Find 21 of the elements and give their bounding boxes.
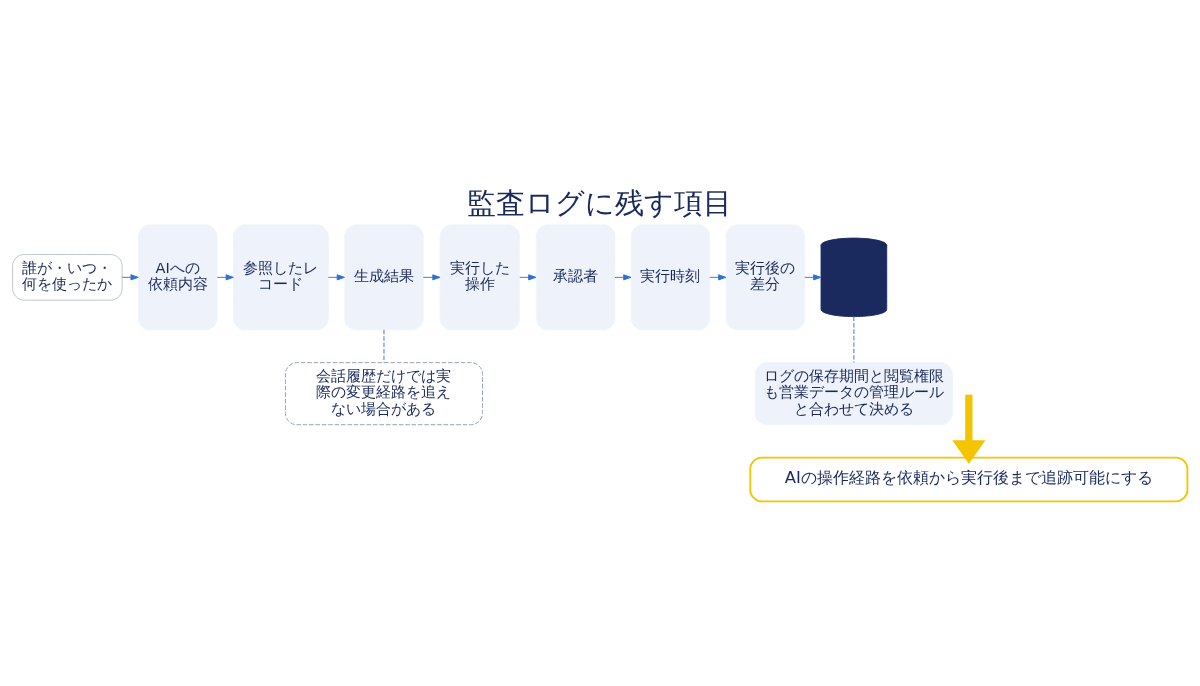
node-box: 会話履歴だけでは実際の変更経路を追えない場合がある: [285, 361, 483, 425]
node-box: 参照したレコード: [232, 223, 329, 330]
arrow: [327, 273, 345, 280]
arrow: [804, 273, 822, 280]
diagram-title: 監査ログに残す項目: [467, 185, 733, 220]
arrow: [121, 273, 139, 280]
arrow: [614, 273, 632, 280]
node-box: 実行後の差分: [725, 223, 806, 330]
arrow: [519, 273, 537, 280]
node-box: 実行時刻: [630, 223, 711, 330]
node-box: 誰が・いつ・何を使ったか: [12, 253, 123, 301]
arrow: [709, 273, 727, 280]
connector: [853, 315, 855, 363]
node-box: 実行した操作: [439, 223, 520, 330]
node-box: AIへの依頼内容: [138, 223, 218, 330]
arrow: [422, 273, 441, 280]
arrow: [216, 273, 234, 280]
node-box: AIの操作経路を依頼から実行後まで追跡可能にする: [749, 456, 1189, 502]
node-box: ログの保存期間と閲覧権限も営業データの管理ルールと合わせて決める: [754, 361, 953, 425]
node-box: 承認者: [535, 223, 616, 330]
node-box: 生成結果: [344, 223, 424, 330]
